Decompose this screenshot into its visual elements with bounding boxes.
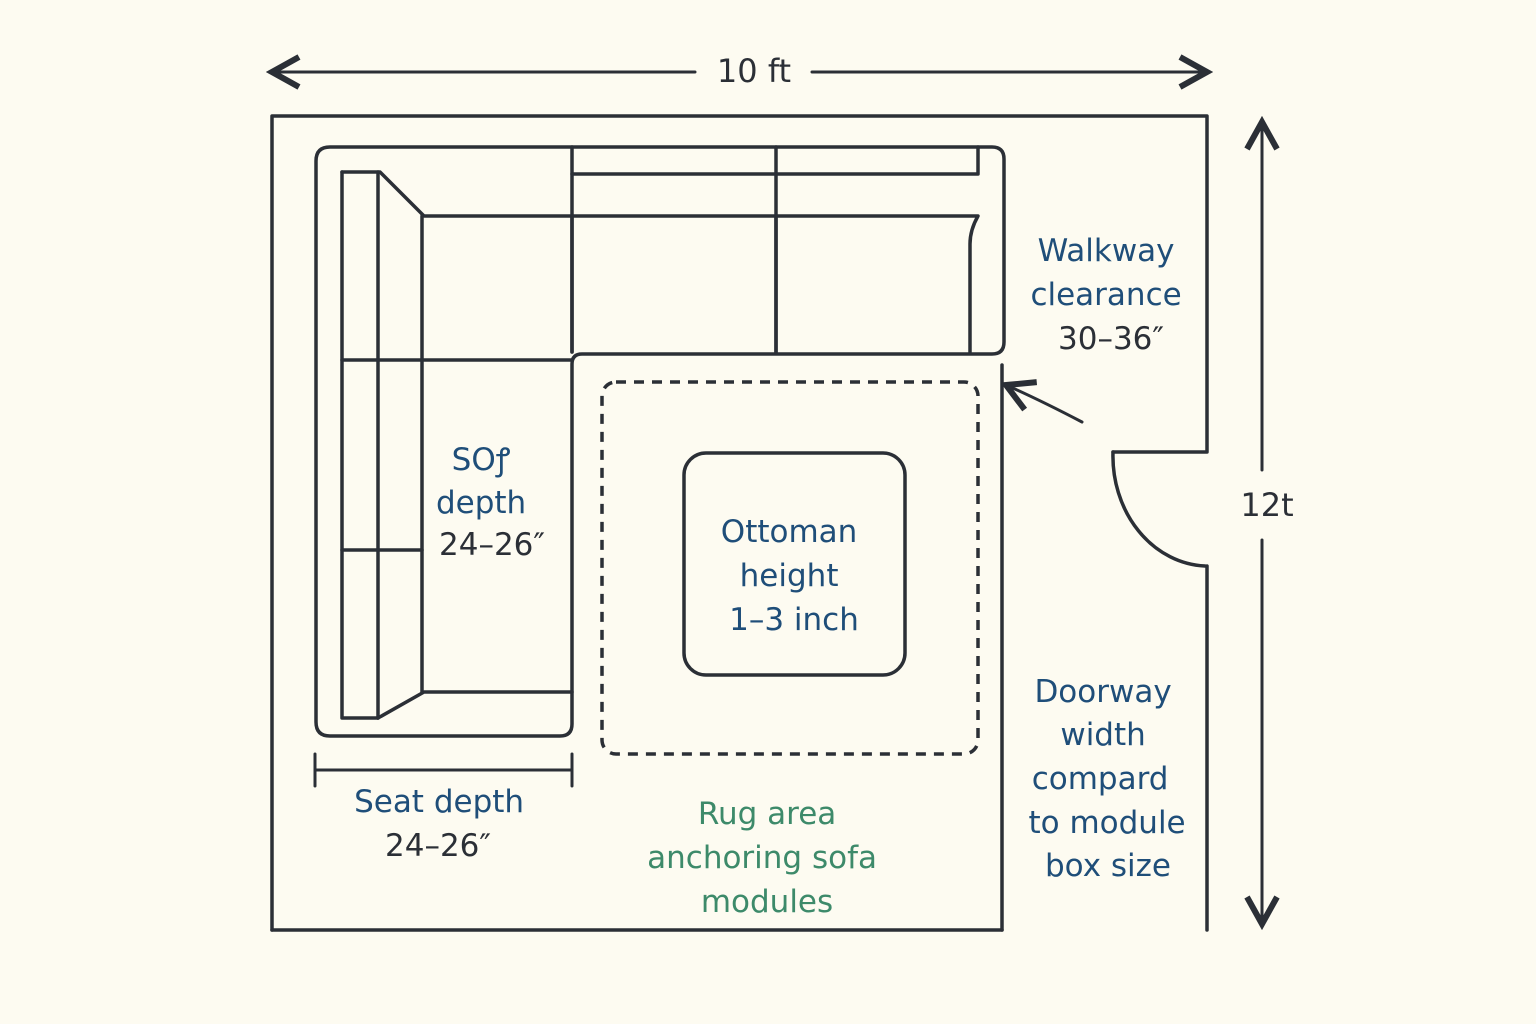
height-dimension-label: 12t [1240, 486, 1293, 524]
walkway-label: Walkway clearance 30–36″ [1030, 233, 1191, 357]
sofa-back-cushion [340, 170, 380, 720]
width-dimension: 10 ft [272, 52, 1207, 90]
sofa-depth-label: SOꝭ depth 24–26″ [436, 442, 545, 563]
height-dimension: 12t [1240, 122, 1294, 924]
doorway-label: Doorway width compard to module box size [1028, 674, 1195, 884]
door-swing-arc [1111, 450, 1207, 568]
sectional-sofa [314, 145, 1006, 738]
seat-depth-label: Seat depth 24–26″ [354, 784, 534, 864]
sofa-outline [314, 145, 1006, 738]
width-dimension-label: 10 ft [717, 52, 791, 90]
ottoman [682, 451, 907, 677]
ottoman-label: Ottoman height 1–3 inch [721, 514, 867, 638]
rug-area-label: Rug area anchoring sofa modules [647, 796, 887, 920]
walkway-pointer-arrow [1006, 385, 1084, 424]
rug-area-outline [600, 380, 980, 756]
seat-depth-dimension [313, 752, 574, 788]
room-walls [270, 114, 1209, 932]
